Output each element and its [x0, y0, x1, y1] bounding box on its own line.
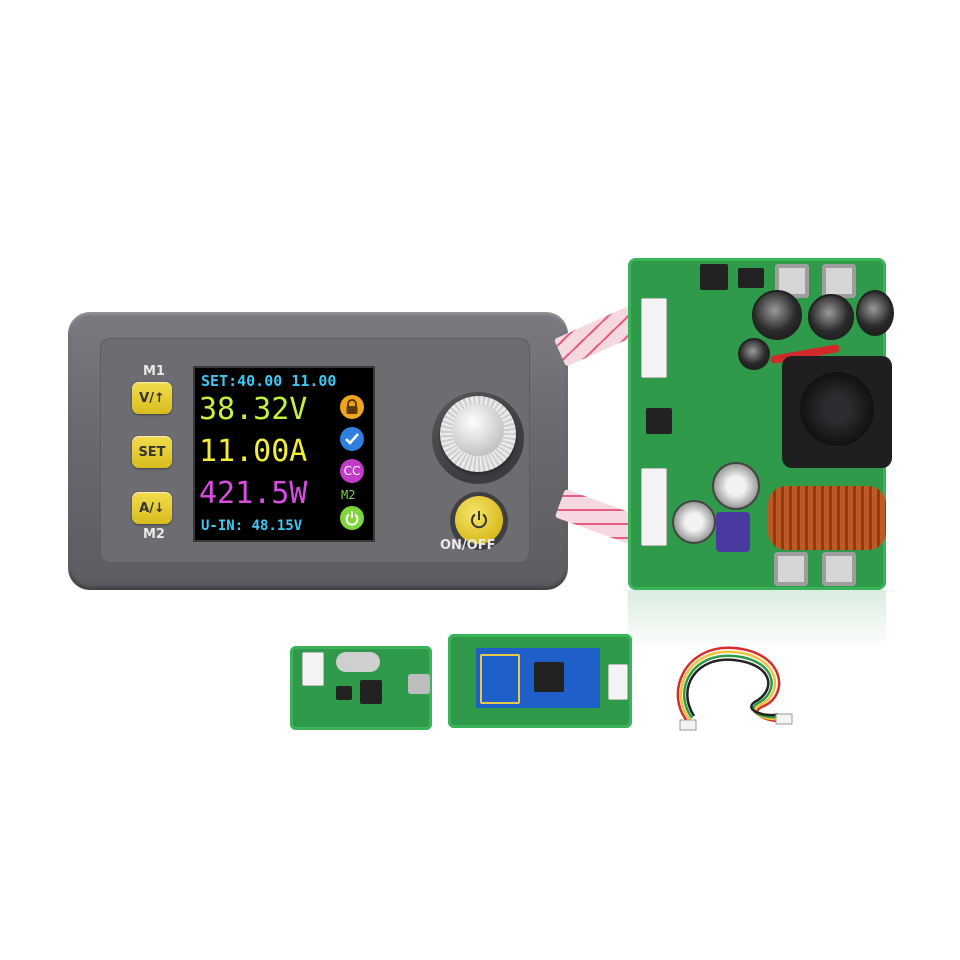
input-voltage-readout: U-IN: 48.15V: [201, 518, 303, 534]
toroid-inductor: [768, 486, 886, 550]
capacitor-white: [712, 462, 760, 510]
controller-chip: [646, 408, 672, 434]
check-icon: [340, 427, 364, 451]
component: [738, 268, 764, 288]
module-connector: [608, 664, 628, 700]
power-board-reflection: [628, 590, 886, 650]
power-icon: [471, 511, 487, 529]
ribbon-connector-upper: [641, 298, 667, 378]
inductor-small: [700, 264, 728, 290]
voltage-up-button[interactable]: V/↑: [132, 382, 172, 414]
capacitor-small: [738, 338, 770, 370]
power-button-label: ON/OFF: [440, 538, 496, 553]
antenna-trace: [480, 654, 520, 704]
lock-icon: [340, 395, 364, 419]
output-on-icon: [340, 506, 364, 530]
encoder-knob-cap: [452, 404, 504, 456]
usb-chip: [360, 680, 382, 704]
small-chip: [336, 686, 352, 700]
current-readout: 11.00A: [199, 434, 308, 469]
crystal-oscillator: [336, 652, 380, 672]
terminal-screw: [822, 264, 856, 298]
connector-cable: [676, 646, 793, 731]
capacitor-purple: [716, 512, 750, 552]
voltage-readout: 38.32V: [199, 392, 308, 427]
lcd-screen: SET:40.00 11.00 38.32V 11.00A 421.5W U-I…: [193, 366, 375, 542]
cc-mode-icon: CC: [340, 459, 364, 483]
fan-blades: [800, 372, 874, 446]
micro-usb-port: [408, 674, 430, 694]
m1-label: M1: [143, 364, 165, 379]
memory-indicator: M2: [341, 488, 356, 502]
ribbon-connector-lower: [641, 468, 667, 546]
power-readout: 421.5W: [199, 476, 308, 511]
bluetooth-chip: [534, 662, 564, 692]
set-values-line: SET:40.00 11.00: [201, 372, 337, 390]
m2-label: M2: [143, 527, 165, 542]
current-down-button[interactable]: A/↓: [132, 492, 172, 524]
capacitor: [752, 290, 802, 340]
capacitor: [808, 294, 854, 340]
set-button[interactable]: SET: [132, 436, 172, 468]
module-connector: [302, 652, 324, 686]
capacitor-white: [672, 500, 716, 544]
usb-module: [290, 646, 432, 730]
power-button[interactable]: [455, 496, 503, 544]
terminal-screw: [774, 552, 808, 586]
bluetooth-board: [476, 648, 600, 708]
terminal-screw: [822, 552, 856, 586]
capacitor: [856, 290, 894, 336]
bluetooth-module: [448, 634, 632, 728]
